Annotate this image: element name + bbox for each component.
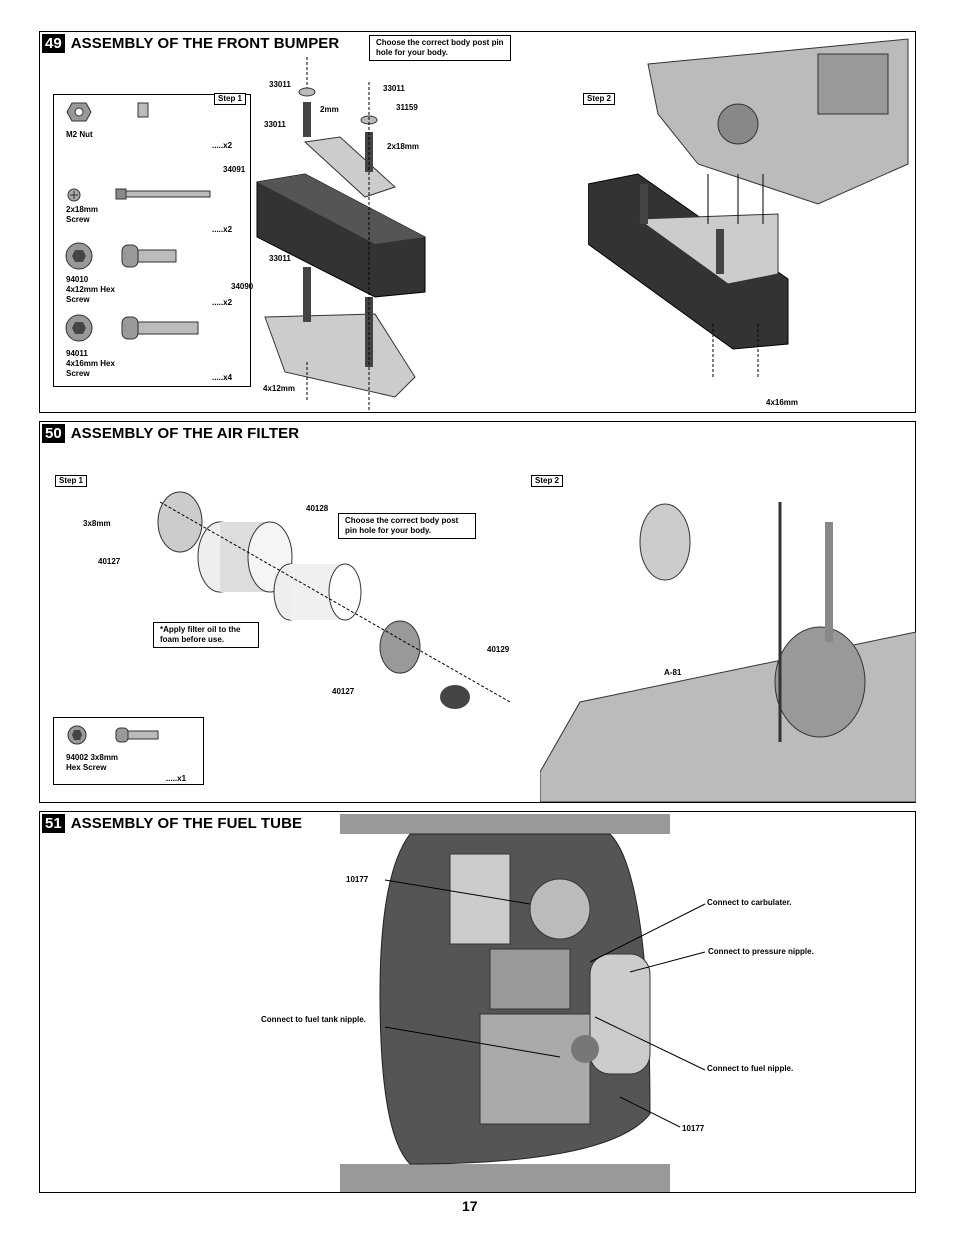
body-post-note: Choose the correct body post pin hole fo… bbox=[338, 513, 476, 539]
hex-screw-side-icon bbox=[121, 316, 199, 340]
section-header: 51 ASSEMBLY OF THE FUEL TUBE bbox=[42, 814, 302, 833]
section-number: 49 bbox=[42, 34, 65, 53]
part-qty: .....x2 bbox=[212, 298, 233, 307]
callout-label: 40127 bbox=[332, 687, 355, 696]
callout-label: Connect to pressure nipple. bbox=[708, 947, 814, 956]
callout-label: 34091 bbox=[223, 165, 246, 174]
callout-label: 2mm bbox=[320, 105, 339, 114]
step-label: Step 2 bbox=[583, 93, 616, 105]
part-name: 94010 4x12mm Hex Screw bbox=[66, 275, 115, 304]
parts-list: 94002 3x8mm Hex Screw .....x1 bbox=[53, 717, 204, 785]
section-number: 51 bbox=[42, 814, 65, 833]
part-qty: .....x4 bbox=[212, 373, 233, 382]
callout-label: Connect to fuel nipple. bbox=[707, 1064, 794, 1073]
callout-label: 34090 bbox=[231, 282, 254, 291]
callout-leader-lines bbox=[384, 879, 706, 1128]
part-name: 94002 3x8mm Hex Screw bbox=[66, 753, 119, 772]
callout-label: 33011 bbox=[269, 254, 291, 263]
hex-screw-head-icon bbox=[65, 242, 93, 270]
section-air-filter: 50 ASSEMBLY OF THE AIR FILTER Step 1 Ste… bbox=[39, 421, 916, 803]
step-label: Step 1 bbox=[214, 93, 247, 105]
callout-label: Connect to carbulater. bbox=[707, 898, 792, 907]
section-header: 50 ASSEMBLY OF THE AIR FILTER bbox=[42, 424, 299, 443]
hex-screw-side-icon bbox=[121, 244, 177, 268]
part-qty: .....x2 bbox=[212, 141, 233, 150]
section-header: 49 ASSEMBLY OF THE FRONT BUMPER bbox=[42, 34, 339, 53]
parts-list: M2 Nut .....x2 2x18mm Screw .....x2 9401… bbox=[53, 94, 251, 387]
part-name: 2x18mm Screw bbox=[66, 205, 99, 224]
section-title: ASSEMBLY OF THE FUEL TUBE bbox=[70, 815, 303, 832]
screw-side-icon bbox=[115, 188, 211, 200]
nut-side-icon bbox=[137, 102, 149, 118]
section-title: ASSEMBLY OF THE FRONT BUMPER bbox=[70, 35, 340, 52]
hex-screw-head-icon bbox=[65, 314, 93, 342]
callout-label: Connect to fuel tank nipple. bbox=[261, 1015, 366, 1024]
callout-label: 40127 bbox=[98, 557, 121, 566]
callout-label: 4x16mm bbox=[766, 398, 799, 407]
part-name: 94011 4x16mm Hex Screw bbox=[66, 349, 115, 378]
callout-label: 10177 bbox=[682, 1124, 705, 1133]
callout-label: 4x12mm bbox=[263, 384, 296, 393]
section-number: 50 bbox=[42, 424, 65, 443]
callout-label: 40128 bbox=[306, 504, 329, 513]
callout-label: 33011 bbox=[264, 120, 286, 129]
bumper-chassis-diagram bbox=[588, 38, 909, 379]
section-front-bumper: 49 ASSEMBLY OF THE FRONT BUMPER M2 Nut .… bbox=[39, 31, 916, 413]
section-title: ASSEMBLY OF THE AIR FILTER bbox=[70, 425, 300, 442]
screw-head-icon bbox=[67, 188, 81, 202]
nut-icon bbox=[66, 102, 92, 122]
page-number: 17 bbox=[462, 1198, 478, 1214]
callout-label: 33011 bbox=[383, 84, 405, 93]
part-name: M2 Nut bbox=[66, 130, 93, 139]
hex-screw-head-icon bbox=[67, 725, 87, 745]
air-filter-exploded-diagram bbox=[157, 491, 511, 709]
part-qty: .....x1 bbox=[166, 774, 187, 783]
part-qty: .....x2 bbox=[212, 225, 233, 234]
callout-label: A-81 bbox=[664, 668, 682, 677]
bumper-exploded-diagram bbox=[256, 57, 426, 412]
callout-label: 3x8mm bbox=[83, 519, 111, 528]
step-label: Step 1 bbox=[55, 475, 88, 487]
engine-chassis-diagram bbox=[540, 502, 916, 802]
filter-oil-note: *Apply filter oil to the foam before use… bbox=[153, 622, 259, 648]
fuel-tube-chassis-diagram bbox=[340, 814, 670, 1192]
step-label: Step 2 bbox=[531, 475, 564, 487]
callout-label: 40129 bbox=[487, 645, 510, 654]
callout-label: 2x18mm bbox=[387, 142, 420, 151]
section-fuel-tube: 51 ASSEMBLY OF THE FUEL TUBE 10177 Conne… bbox=[39, 811, 916, 1193]
callout-label: 10177 bbox=[346, 875, 369, 884]
callout-label: 33011 bbox=[269, 80, 291, 89]
hex-screw-side-icon bbox=[115, 727, 159, 743]
body-post-note: Choose the correct body post pin hole fo… bbox=[369, 35, 511, 61]
callout-label: 31159 bbox=[396, 103, 418, 112]
